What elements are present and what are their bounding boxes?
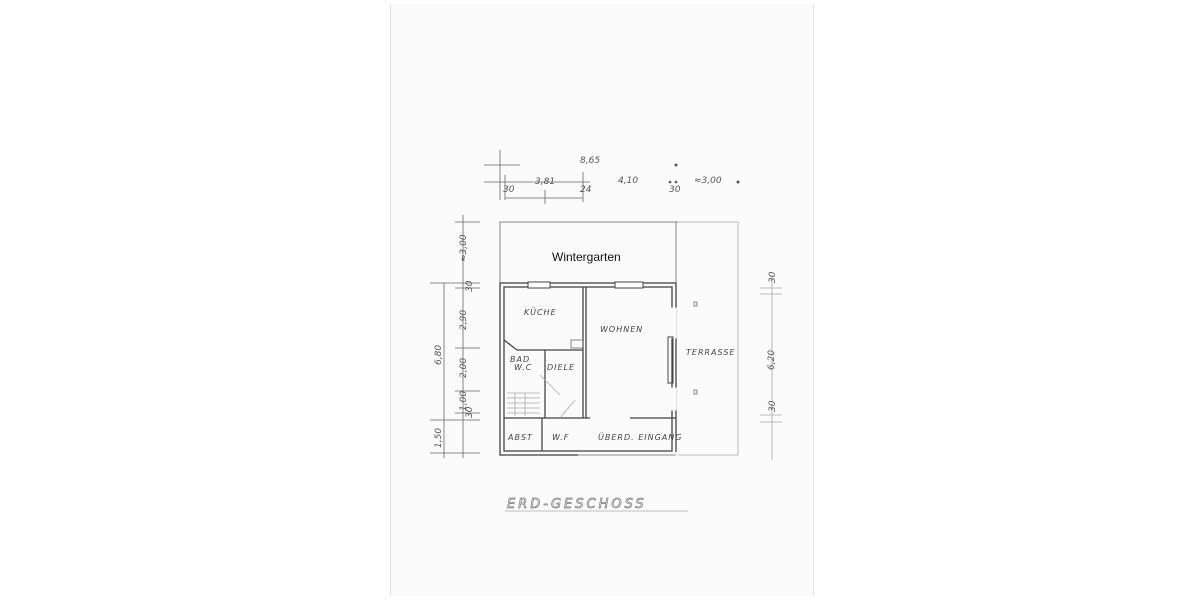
dim-w1: 30: [503, 185, 515, 195]
walls: [499, 281, 678, 456]
room-eingang: ÜBERD. EINGANG: [598, 432, 682, 442]
dim-w3: 24: [580, 185, 592, 195]
room-kueche: KÜCHE: [524, 307, 557, 317]
terrace-label: TERRASSE: [686, 348, 735, 357]
room-wintergarten: Wintergarten: [552, 250, 621, 264]
left-dimension-lines: [430, 215, 480, 458]
terrace-post: [693, 389, 698, 395]
right-dimension-lines: [760, 275, 782, 460]
dim-r1: 30: [768, 271, 778, 283]
dim-w4: 4,10: [618, 176, 638, 186]
dim-h3: 2,00: [459, 358, 469, 378]
dim-h2: 2,90: [459, 310, 469, 330]
room-abst: ABST: [507, 433, 533, 442]
dim-h4: 1,00: [459, 391, 469, 411]
scanned-page: [390, 4, 814, 596]
dim-total-width: 8,65: [580, 156, 600, 166]
room-wc: W.C: [514, 363, 532, 372]
dim-h6: 1,50: [434, 428, 444, 448]
top-dimension-lines: [484, 150, 740, 204]
room-bad: BAD: [510, 355, 530, 364]
dim-w6: ≈3,00: [694, 176, 722, 186]
dim-h-total: 6,80: [434, 345, 444, 365]
dim-h1: 30: [465, 280, 475, 292]
dim-w5: 30: [669, 185, 681, 195]
plan-title: ERD-GESCHOSS: [507, 497, 647, 512]
staircase: [507, 374, 576, 419]
room-wohnen: WOHNEN: [600, 325, 643, 334]
dim-r2: 30: [768, 400, 778, 412]
dim-w2: 3,81: [535, 177, 555, 187]
terrace-post: [693, 301, 698, 307]
dim-h5: 30: [465, 406, 475, 418]
room-wf: W.F: [552, 433, 569, 442]
room-diele: DIELE: [547, 363, 575, 372]
dim-terrace-depth: 6,20: [767, 350, 777, 370]
dim-h-winter: ≈3,00: [459, 234, 469, 262]
